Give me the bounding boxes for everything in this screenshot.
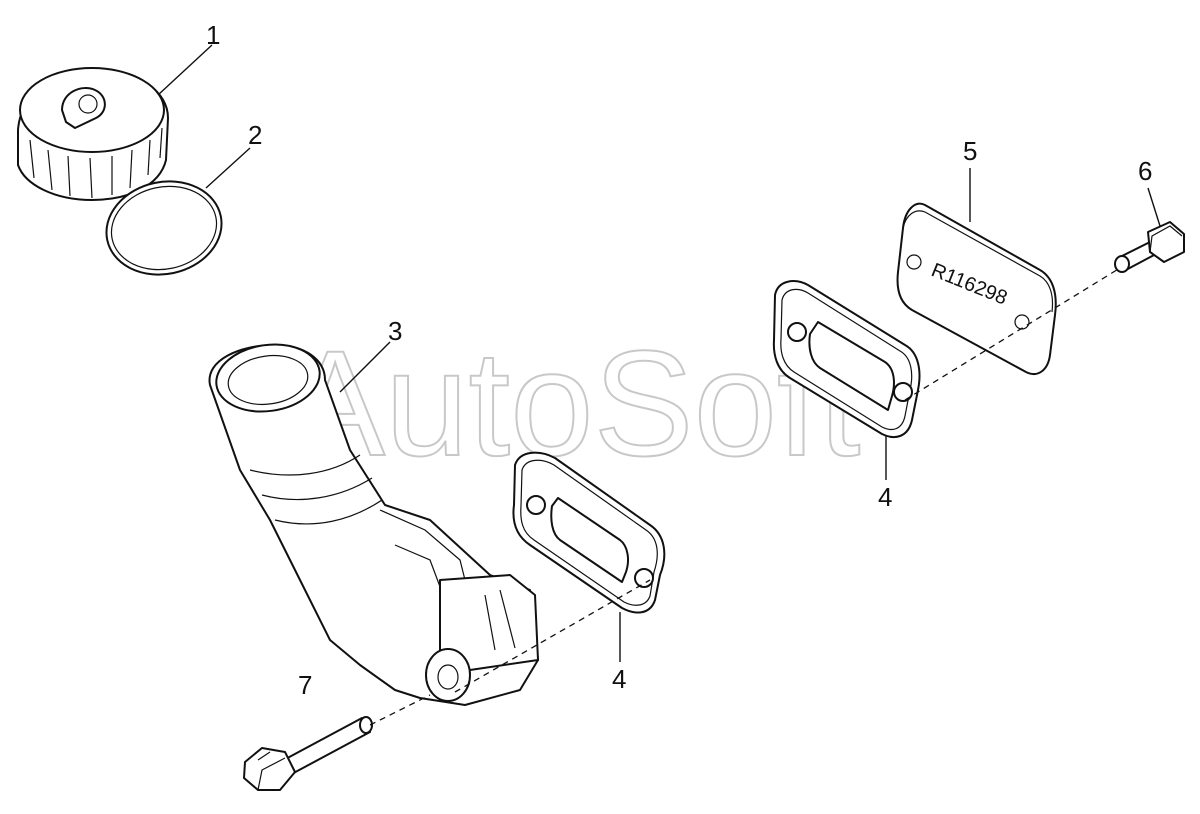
callout-2: 2 [248,120,262,150]
watermark: AutoSoft [285,319,860,487]
cover-plate: R116298 [896,202,1057,375]
leader-6 [1147,187,1161,227]
leader-2 [205,147,251,189]
leader-1 [157,44,213,96]
callout-5: 5 [963,136,977,166]
filler-cap [17,67,169,201]
axis-line-bolt [369,694,431,726]
callout-3: 3 [388,316,402,346]
callout-6: 6 [1138,156,1152,186]
callout-4-upper: 4 [878,482,892,512]
axis-line-lower [454,579,651,693]
callout-1: 1 [206,20,220,50]
seal-ring [105,180,223,276]
elbow-fitting [208,343,539,706]
gasket-lower [512,451,666,614]
long-bolt [243,716,373,791]
axis-line-upper [904,267,1121,401]
callout-4-lower: 4 [612,664,626,694]
callout-7: 7 [298,670,312,700]
short-bolt [1114,221,1185,273]
gasket-upper [772,280,921,438]
leader-3 [339,341,391,393]
